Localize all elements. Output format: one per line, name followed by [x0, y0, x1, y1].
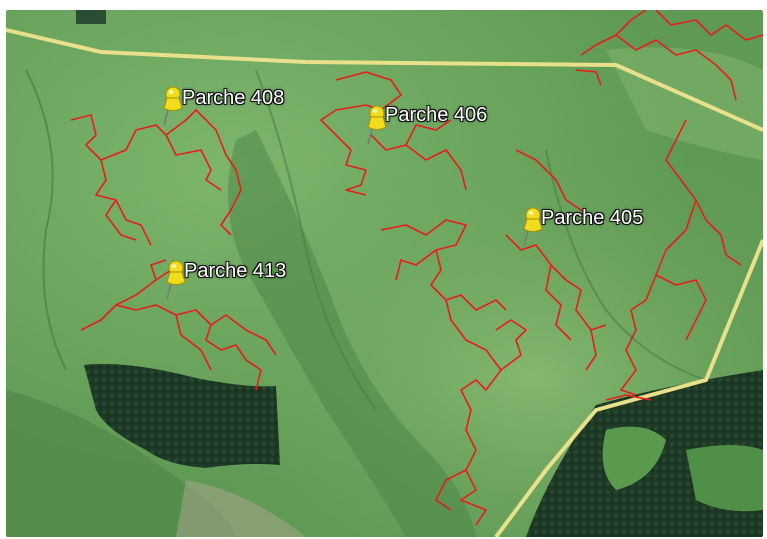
trail-line — [370, 134, 467, 191]
trail-line — [105, 199, 137, 241]
trail-line — [585, 329, 597, 371]
trail-line — [210, 314, 277, 356]
pushpin-icon[interactable] — [158, 86, 186, 126]
pushpin-icon[interactable] — [362, 105, 390, 145]
trail-line — [575, 69, 602, 86]
trail-line — [445, 299, 502, 526]
marker-label: Parche 405 — [541, 207, 644, 229]
trail-line — [505, 234, 607, 331]
trail-line — [620, 199, 697, 396]
trail-line — [175, 314, 212, 371]
stream — [545, 149, 707, 381]
trail-line — [405, 119, 452, 146]
trail-line — [515, 149, 597, 221]
map-canvas[interactable] — [6, 10, 763, 537]
trail-line — [345, 149, 367, 196]
trail-line — [655, 10, 763, 41]
road — [6, 28, 763, 132]
forest-plantation — [84, 363, 280, 468]
shrub — [76, 10, 106, 24]
light-patch — [606, 47, 763, 160]
forest-clearing — [686, 445, 763, 512]
trail-line — [395, 249, 437, 281]
trail-network — [70, 10, 763, 526]
marker-label: Parche 408 — [182, 87, 285, 109]
valley-shading — [228, 130, 476, 537]
stream — [255, 69, 377, 411]
trail-line — [150, 259, 167, 281]
trail-line — [545, 264, 572, 341]
trail-line — [115, 304, 262, 391]
pushpin-icon[interactable] — [161, 260, 189, 300]
trail-line — [615, 34, 737, 101]
valley-shading — [6, 390, 236, 537]
pushpin-icon[interactable] — [518, 207, 546, 247]
trail-line — [100, 109, 242, 236]
stream — [25, 69, 67, 371]
trail-line — [165, 134, 222, 191]
trail-line — [655, 274, 707, 341]
trail-line — [380, 219, 507, 311]
trail-line — [70, 114, 152, 246]
satellite-map[interactable]: Parche 408 Parche 406 Parche 405 Parche … — [6, 10, 763, 537]
marker-label: Parche 406 — [385, 104, 488, 126]
forest-clearing — [602, 426, 666, 490]
trail-line — [495, 319, 527, 371]
trail-line — [80, 269, 172, 331]
bare-field — [176, 480, 306, 537]
trail-line — [435, 469, 467, 511]
trail-line — [605, 394, 652, 401]
marker-label: Parche 413 — [184, 260, 287, 282]
road — [494, 239, 763, 537]
